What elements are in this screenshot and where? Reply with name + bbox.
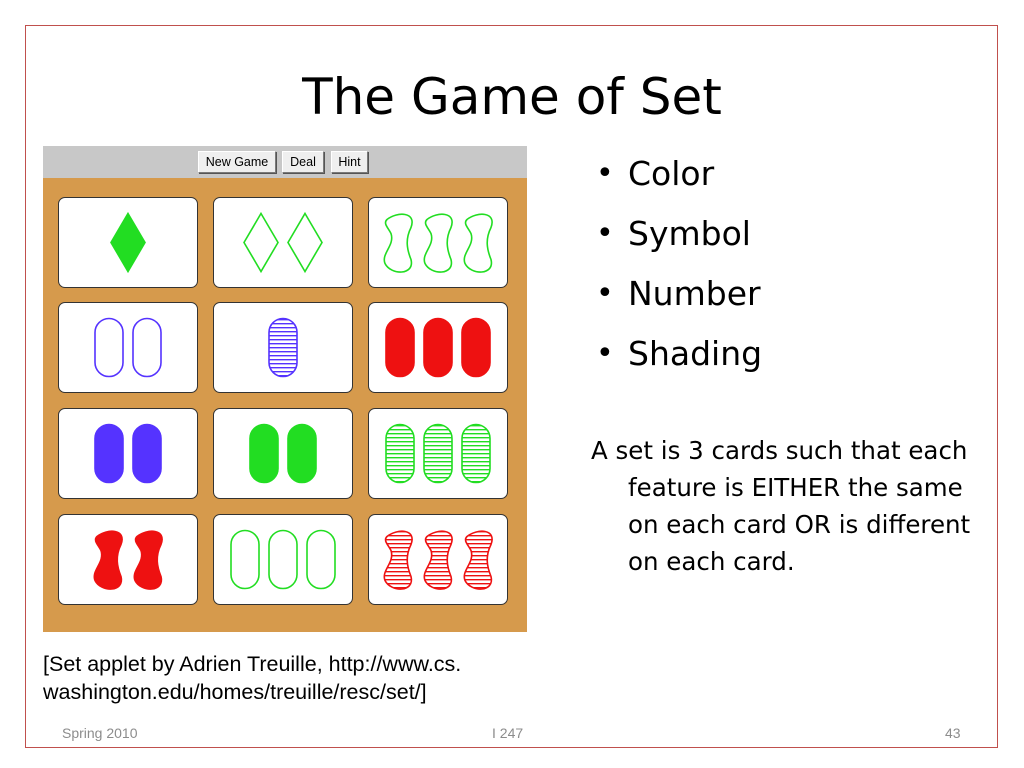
oval-icon — [385, 317, 491, 378]
set-card[interactable] — [368, 302, 508, 393]
oval-symbol — [423, 423, 453, 484]
oval-symbol — [132, 317, 162, 378]
squiggle-icon — [93, 530, 163, 590]
squiggle-icon — [383, 530, 493, 590]
squiggle-symbol — [423, 213, 453, 273]
credit-line-2: washington.edu/homes/treuille/resc/set/] — [43, 680, 427, 704]
deal-button[interactable]: Deal — [282, 151, 324, 173]
oval-symbol — [287, 423, 317, 484]
oval-symbol — [94, 317, 124, 378]
oval-symbol — [423, 317, 453, 378]
feature-item-number: •Number — [594, 270, 762, 330]
diamond-icon — [243, 211, 323, 274]
set-card[interactable] — [213, 302, 353, 393]
oval-symbol — [94, 423, 124, 484]
oval-symbol — [268, 317, 298, 378]
oval-symbol — [230, 529, 260, 590]
bullet-icon: • — [596, 276, 614, 311]
footer-course: I 247 — [492, 725, 524, 741]
footer-page-number: 43 — [945, 725, 961, 741]
squiggle-symbol — [383, 213, 413, 273]
diamond-symbol — [287, 211, 323, 274]
oval-symbol — [268, 529, 298, 590]
oval-icon — [249, 423, 317, 484]
squiggle-symbol — [423, 530, 453, 590]
applet-toolbar: New Game Deal Hint — [43, 146, 527, 178]
set-card[interactable] — [368, 514, 508, 605]
set-applet: New Game Deal Hint — [43, 146, 527, 632]
diamond-symbol — [243, 211, 279, 274]
squiggle-symbol — [463, 530, 493, 590]
squiggle-symbol — [463, 213, 493, 273]
applet-credit: [Set applet by Adrien Treuille, http://w… — [43, 650, 583, 706]
set-card[interactable] — [213, 408, 353, 499]
feature-item-symbol: •Symbol — [594, 210, 762, 270]
credit-line-1: [Set applet by Adrien Treuille, http://w… — [43, 652, 462, 676]
new-game-button[interactable]: New Game — [198, 151, 276, 173]
set-card[interactable] — [368, 197, 508, 288]
footer-date: Spring 2010 — [62, 725, 138, 741]
slide-border — [25, 25, 998, 748]
feature-list: •Color •Symbol •Number •Shading — [594, 150, 762, 390]
set-card[interactable] — [58, 302, 198, 393]
bullet-icon: • — [596, 336, 614, 371]
set-definition: A set is 3 cards such that each feature … — [591, 436, 971, 576]
set-card[interactable] — [213, 514, 353, 605]
oval-symbol — [132, 423, 162, 484]
oval-icon — [385, 423, 491, 484]
squiggle-icon — [383, 213, 493, 273]
squiggle-symbol — [383, 530, 413, 590]
oval-icon — [94, 423, 162, 484]
oval-symbol — [306, 529, 336, 590]
feature-item-color: •Color — [594, 150, 762, 210]
set-card[interactable] — [368, 408, 508, 499]
feature-item-shading: •Shading — [594, 330, 762, 390]
oval-symbol — [461, 423, 491, 484]
diamond-symbol — [110, 211, 146, 274]
slide-title: The Game of Set — [302, 68, 722, 126]
squiggle-symbol — [133, 530, 163, 590]
set-card[interactable] — [58, 514, 198, 605]
oval-symbol — [385, 317, 415, 378]
bullet-icon: • — [596, 156, 614, 191]
oval-icon — [268, 317, 298, 378]
diamond-icon — [110, 211, 146, 274]
bullet-icon: • — [596, 216, 614, 251]
oval-icon — [94, 317, 162, 378]
set-card[interactable] — [213, 197, 353, 288]
squiggle-symbol — [93, 530, 123, 590]
set-card[interactable] — [58, 197, 198, 288]
oval-symbol — [461, 317, 491, 378]
set-card[interactable] — [58, 408, 198, 499]
hint-button[interactable]: Hint — [331, 151, 368, 173]
oval-icon — [230, 529, 336, 590]
oval-symbol — [385, 423, 415, 484]
oval-symbol — [249, 423, 279, 484]
